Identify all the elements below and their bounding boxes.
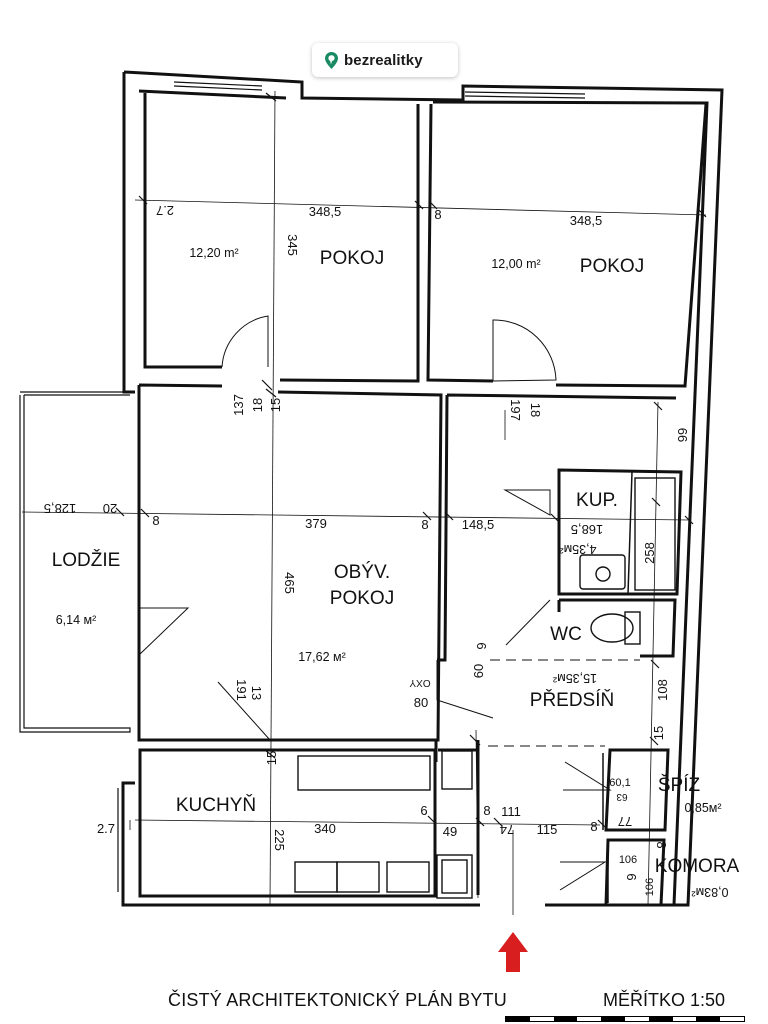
dim-label: 6 [420,803,427,818]
area-pokoj-left: 12,20 m² [189,246,238,260]
corridor-dashed [488,659,640,747]
dim-label: 2.7 [156,203,174,218]
dimension-lines [21,90,707,915]
dim-label: 115 [537,822,558,837]
dim-label: 106 [619,854,637,866]
hatched-walls [602,753,609,903]
dim-label: 2.7 [97,821,115,836]
dim-label: 197 [508,399,523,421]
dim-label: 15 [264,751,279,765]
dim-label: 8 [434,207,441,222]
map-pin-icon [325,51,338,69]
room-obyvak-line2: POKOJ [330,588,394,609]
area-obyvak: 17,62 м² [298,650,346,664]
dim-label: OXY [409,677,430,688]
dim-label: 111 [501,804,521,819]
area-lodzie: 6,14 м² [56,613,97,627]
doors [138,315,612,891]
dim-label: 348,5 [309,204,342,219]
dim-label: 6 [474,642,489,649]
room-spiz: ŠPÍZ [658,774,701,796]
room-pokoj-left: POKOJ [320,248,384,269]
dim-label: 258 [642,542,657,564]
dim-label: 8 [654,841,669,848]
windows [19,81,586,895]
dim-label: 148,5 [462,517,495,532]
room-pokoj-right: POKOJ [580,256,644,277]
dim-label: 8 [483,803,490,818]
dim-label: 74 [500,822,514,837]
room-predsin: PŘEDSÍŇ [530,689,614,711]
scale-bar [505,1016,745,1022]
bezrealitky-logo[interactable]: bezrealitky [312,43,458,77]
dim-label: 191 [234,679,249,701]
dim-label: 348,5 [570,213,603,228]
dim-label: 8 [421,517,428,532]
dim-label: 49 [443,824,457,839]
room-komora: KOMORA [655,856,740,877]
dim-label: 18 [528,403,543,417]
dim-label: 63 [616,791,628,802]
dim-label: 15 [651,726,666,740]
dim-label: 20 [103,501,117,516]
dim-label: 66 [675,428,690,442]
room-koupelna: KUP. [576,490,618,511]
dim-label: 225 [272,829,287,851]
room-obyvak-line1: OBÝV. [334,562,390,583]
dim-label: 106 [644,878,656,896]
dimension-ticks [115,92,707,829]
dim-label: 465 [282,572,297,594]
logo-text: bezrealitky [344,51,423,69]
area-pokoj-right: 12,00 m² [491,257,540,271]
dim-label: 8 [590,819,597,834]
walls [121,70,724,907]
area-predsin: 15,35м² [553,671,597,685]
dim-label: 128,5 [44,501,77,516]
room-lodzie: LODŽIE [52,549,121,571]
dim-label: 15 [268,398,283,412]
plan-caption: ČISTÝ ARCHITEKTONICKÝ PLÁN BYTU [168,990,507,1010]
dim-label: 8 [152,513,159,528]
dim-label: 137 [231,394,246,416]
area-komora: 0,83м² [691,885,728,899]
dim-label: 345 [285,234,300,256]
dim-label: 108 [655,679,670,701]
room-wc: WC [550,624,582,645]
dim-label: 60,1 [609,777,630,789]
area-spiz: 0,85м² [684,801,721,815]
dim-label: 18 [250,398,265,412]
dim-label: 80 [414,695,428,710]
entrance-arrow [498,932,528,972]
dim-label: 13 [249,686,264,700]
room-kuchyn: KUCHYŇ [176,794,256,816]
dim-label: 379 [305,516,327,531]
dim-label: 77 [618,814,632,829]
area-koupelna: 4,35м² [559,542,596,556]
dim-label: 340 [314,821,336,836]
dim-label: 168,5 [571,522,604,537]
dim-label: 60 [471,664,486,678]
fixtures [294,477,676,899]
dim-label: 6 [624,873,639,880]
scale-label: MĚŘÍTKO 1:50 [603,990,726,1010]
